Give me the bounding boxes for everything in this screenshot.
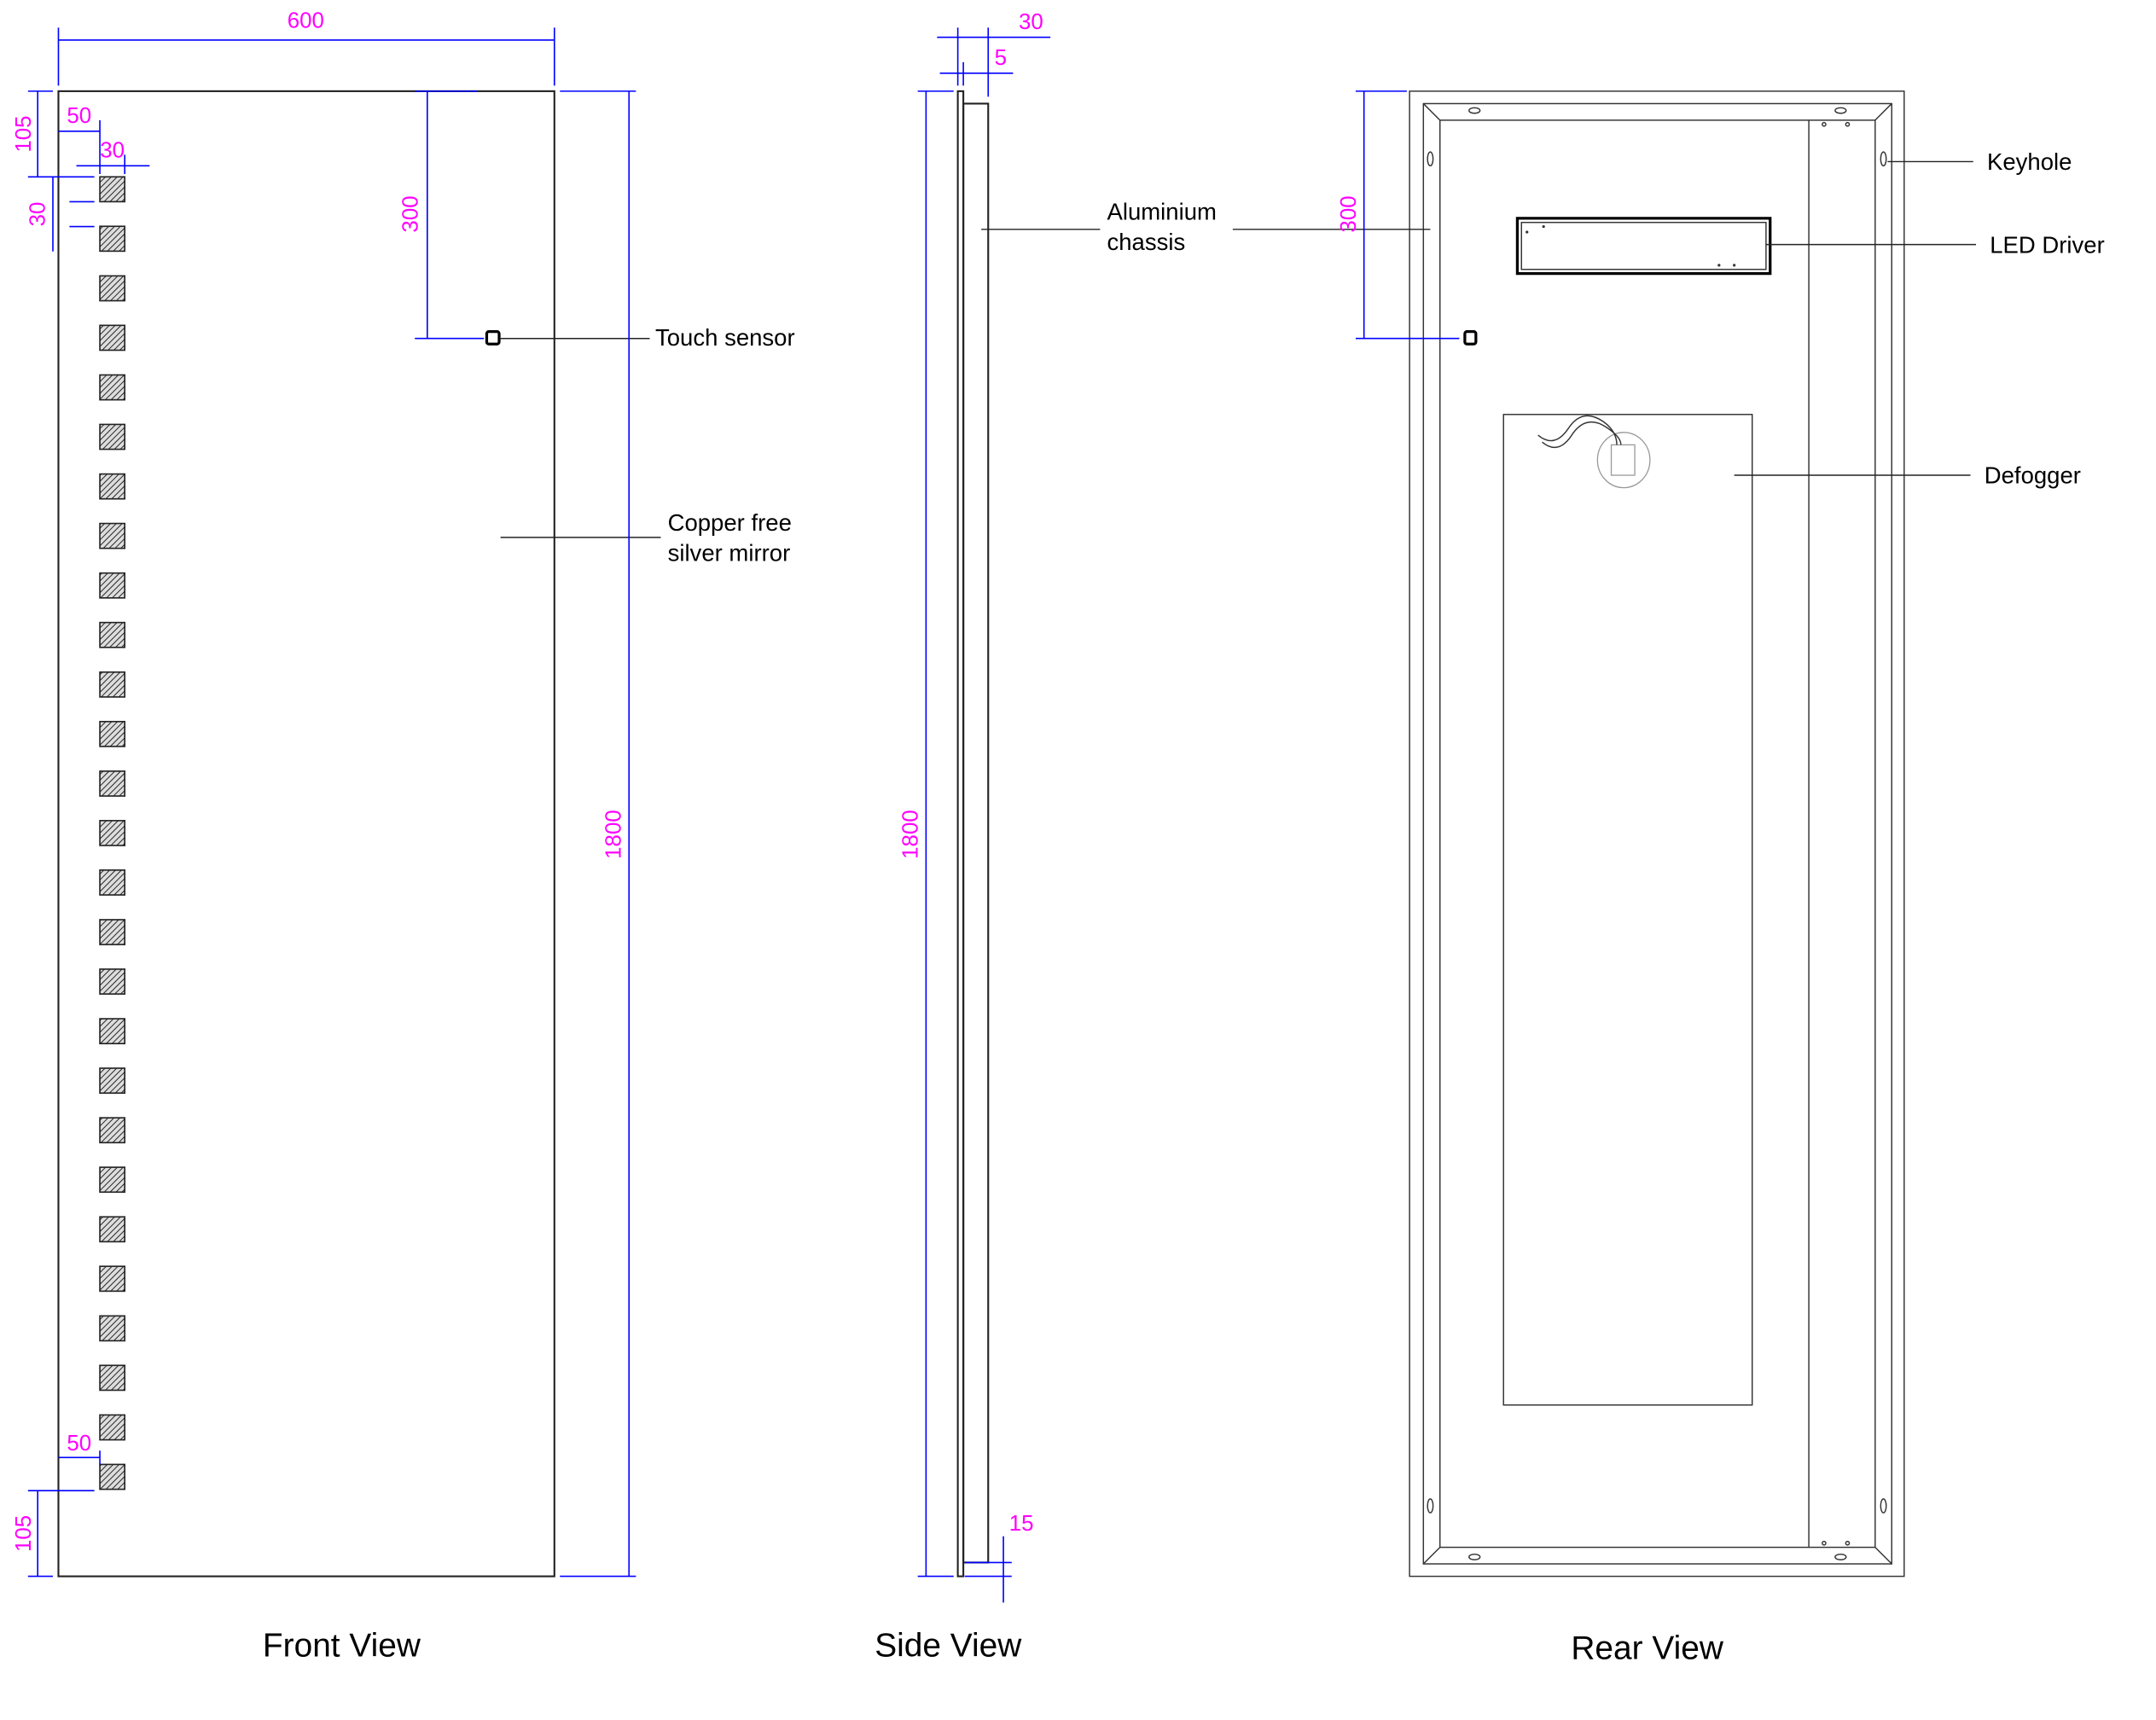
dim-top-offset: 105 <box>12 115 36 152</box>
mirror-outline <box>57 90 555 1578</box>
mirror-label-line1: Copper free <box>668 509 792 536</box>
touch-sensor-label: Touch sensor <box>655 324 795 351</box>
dim-bottom-side-offset: 50 <box>67 1432 91 1456</box>
led-square <box>99 720 126 747</box>
led-square <box>99 324 126 352</box>
led-square <box>99 1166 126 1194</box>
led-square <box>99 621 126 648</box>
led-square <box>99 1117 126 1144</box>
led-square <box>99 572 126 599</box>
dim-bottom-offset: 105 <box>12 1515 36 1552</box>
led-square <box>99 522 126 549</box>
dim-height: 1800 <box>602 810 626 859</box>
rear-frame <box>1422 102 1892 1565</box>
led-square <box>99 1414 126 1441</box>
rear-view: Keyhole LED Driver 300 Defogger Rear Vie… <box>1232 90 2105 1667</box>
led-square <box>99 671 126 698</box>
led-square <box>99 1315 126 1342</box>
rear-touch-sensor <box>1463 330 1478 346</box>
led-strip <box>99 176 126 1490</box>
led-square <box>99 770 126 797</box>
touch-sensor <box>485 330 501 346</box>
dim-glass: 5 <box>995 46 1007 70</box>
front-view-title: Front View <box>263 1628 421 1665</box>
led-square <box>99 919 126 945</box>
chassis-label-line2: chassis <box>1107 229 1186 255</box>
led-driver-label: LED Driver <box>1990 231 2105 258</box>
led-square <box>99 423 126 450</box>
keyhole-icon <box>1427 107 1887 1560</box>
led-square <box>99 1067 126 1094</box>
rear-view-title: Rear View <box>1571 1630 1723 1667</box>
defogger <box>1502 414 1753 1406</box>
dim-depth: 30 <box>1019 10 1043 34</box>
front-view: Touch sensor Copper free silver mirror 6… <box>12 9 795 1664</box>
dim-square-gap: 30 <box>26 202 49 227</box>
led-square <box>99 275 126 302</box>
led-square <box>99 968 126 995</box>
led-square <box>99 1364 126 1392</box>
dim-sensor-offset: 300 <box>398 195 422 232</box>
rear-outline <box>1409 90 1905 1578</box>
dim-width: 600 <box>288 9 324 32</box>
led-square <box>99 1265 126 1293</box>
led-square <box>99 1018 126 1045</box>
dim-rear-sensor-offset: 300 <box>1337 195 1361 232</box>
led-square <box>99 374 126 401</box>
side-view: Aluminium chassis 30 5 1800 15 Side View <box>875 10 1217 1665</box>
dim-square-width: 30 <box>100 139 125 163</box>
led-square <box>99 1216 126 1243</box>
dim-side-offset: 50 <box>67 104 91 128</box>
side-view-title: Side View <box>875 1628 1022 1665</box>
keyhole-label: Keyhole <box>1987 148 2072 175</box>
rear-inner-panel <box>1439 119 1876 1549</box>
mirror-label-line2: silver mirror <box>668 539 791 566</box>
led-square <box>99 225 126 253</box>
aluminium-chassis <box>962 102 990 1564</box>
led-square <box>99 869 126 896</box>
led-square <box>99 820 126 846</box>
led-square <box>99 176 126 203</box>
led-square <box>99 473 126 500</box>
chassis-label-line1: Aluminium <box>1107 198 1217 224</box>
defogger-label: Defogger <box>1985 462 2081 489</box>
dim-bottom: 15 <box>1009 1512 1034 1536</box>
led-square <box>99 1463 126 1490</box>
dim-side-height: 1800 <box>899 810 923 859</box>
led-driver <box>1515 217 1772 276</box>
